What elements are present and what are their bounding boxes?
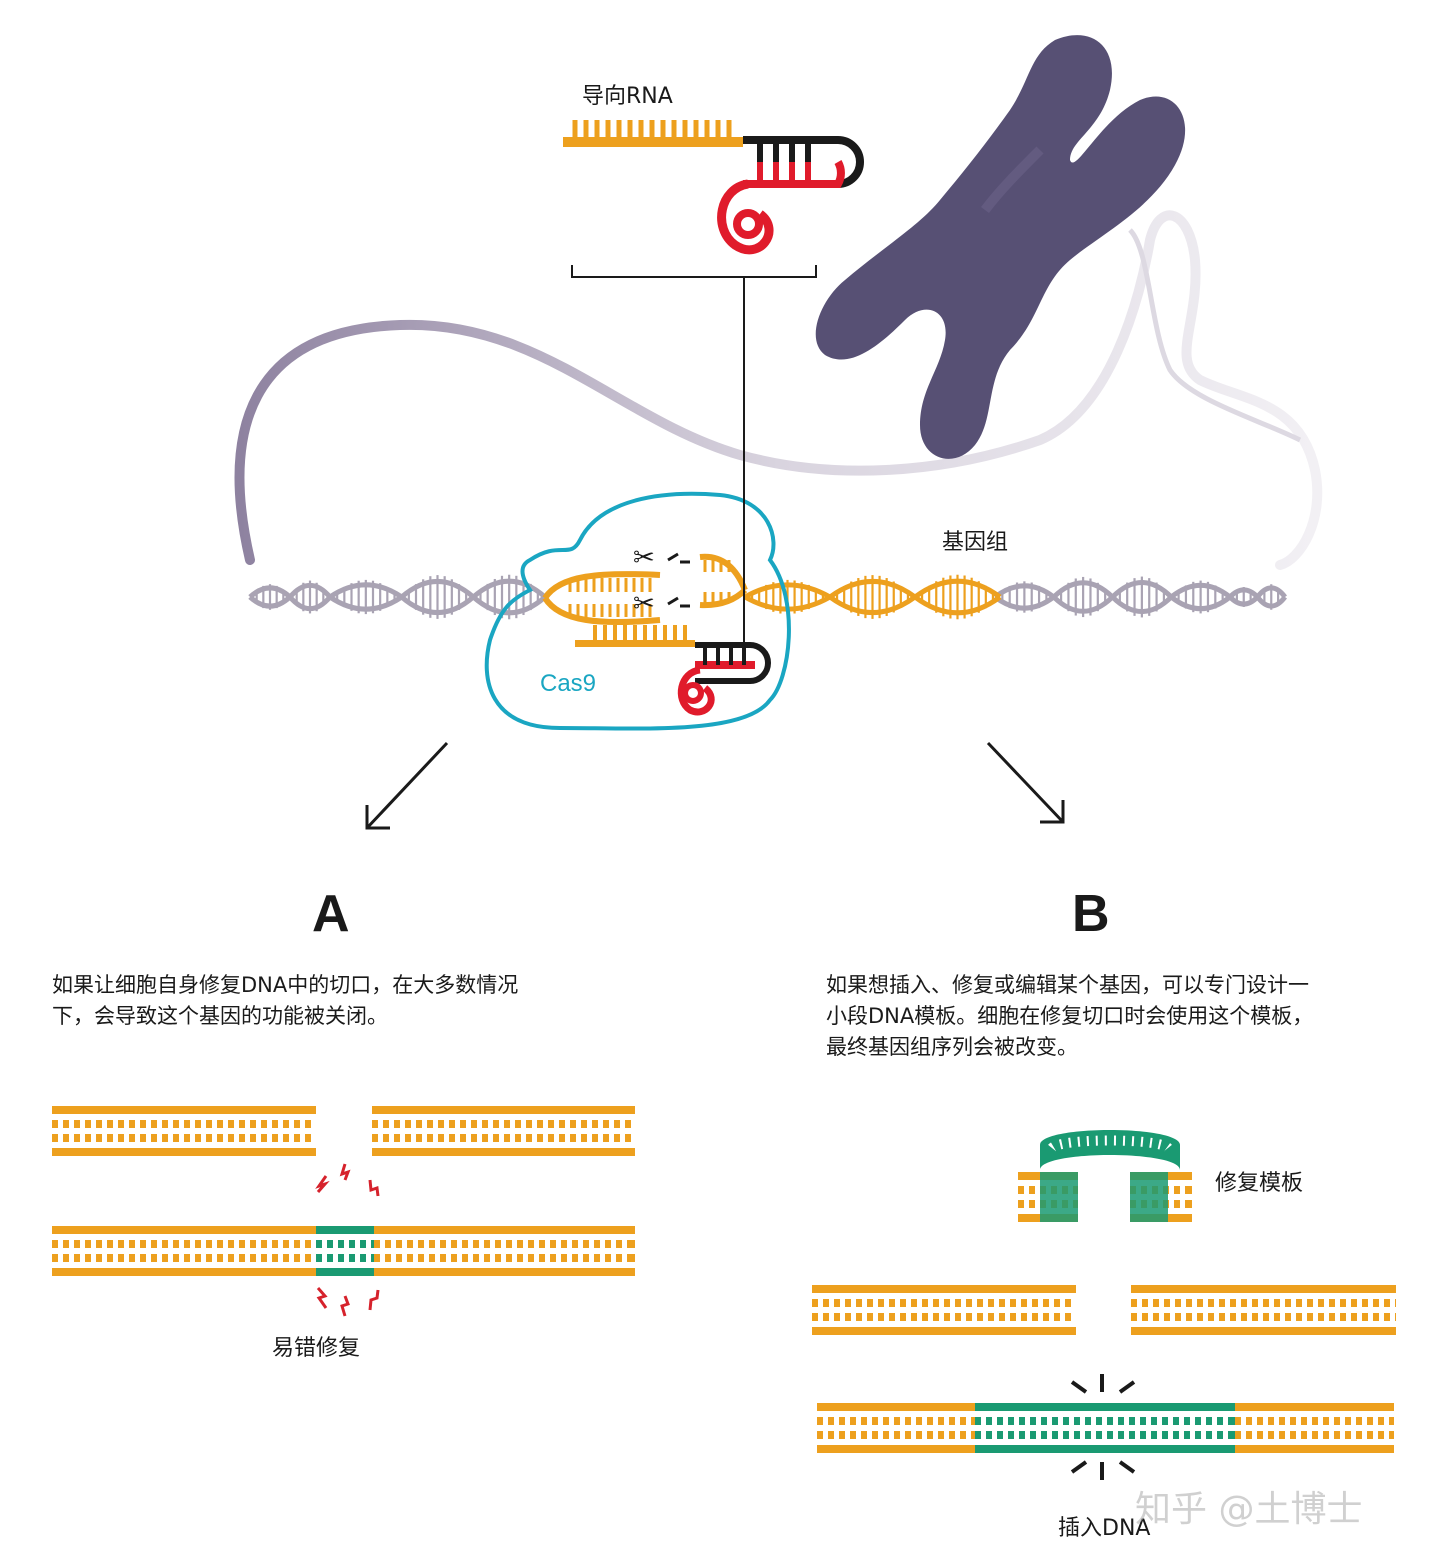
gray-dna-helix	[248, 574, 1287, 620]
guide-rna-top	[563, 120, 864, 645]
arrow-to-b	[986, 741, 1065, 824]
insert-dna-label: 插入DNA	[1058, 1516, 1151, 1541]
panel-b-cut-dna	[812, 1285, 1396, 1335]
svg-text:✂: ✂	[633, 589, 655, 619]
burst-icon	[1070, 1374, 1136, 1480]
watermark: 知乎 @土博士	[1135, 1489, 1363, 1530]
svg-text:✂: ✂	[633, 543, 655, 573]
panel-a-cut-dna	[52, 1106, 636, 1156]
cas9-protein-outline	[484, 491, 791, 731]
guide-rna-label: 导向RNA	[582, 84, 673, 109]
spark-icon	[315, 1163, 380, 1317]
panel-a-text-line: 如果让细胞自身修复DNA中的切口，在大多数情况	[52, 973, 519, 997]
arrow-to-a	[365, 741, 449, 830]
cas9-label: Cas9	[540, 670, 597, 697]
panel-b-inserted-dna	[817, 1403, 1394, 1453]
genome-loop	[234, 210, 1323, 570]
panel-b-text-line: 最终基因组序列会被改变。	[826, 1035, 1078, 1059]
panel-a-repaired-dna	[52, 1226, 635, 1276]
unwound-dna	[542, 553, 748, 647]
panel-b-text-line: 小段DNA模板。细胞在修复切口时会使用这个模板，	[826, 1004, 1314, 1028]
repair-template	[1018, 1130, 1192, 1222]
panel-b-letter: B	[1072, 885, 1110, 943]
panel-a-text-line: 下，会导致这个基因的功能被关闭。	[52, 1004, 388, 1028]
chromosome-shape	[815, 35, 1186, 459]
repair-template-label: 修复模板	[1215, 1171, 1304, 1196]
scissors-icon: ✂ ✂	[633, 543, 690, 619]
panel-b-description: 如果想插入、修复或编辑某个基因，可以专门设计一 小段DNA模板。细胞在修复切口时…	[826, 970, 1313, 1063]
guide-rna-bound	[677, 642, 771, 716]
genome-label: 基因组	[942, 530, 1009, 555]
error-prone-repair-label: 易错修复	[272, 1336, 361, 1361]
panel-a-letter: A	[312, 885, 350, 943]
panel-b-text-line: 如果想插入、修复或编辑某个基因，可以专门设计一	[826, 973, 1309, 997]
panel-a-description: 如果让细胞自身修复DNA中的切口，在大多数情况 下，会导致这个基因的功能被关闭。	[52, 970, 518, 1032]
